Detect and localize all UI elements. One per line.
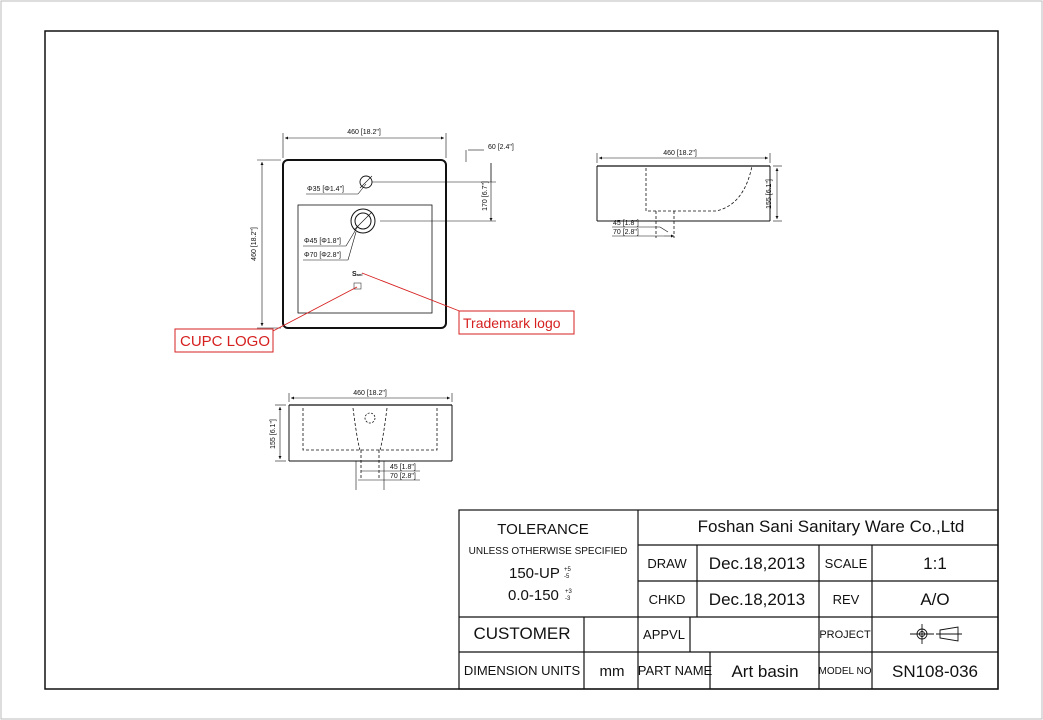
hole-offset-x-dim: 60 [2.4"] (488, 144, 514, 151)
drain-inner-dim: Φ45 [Φ1.8"] (304, 238, 341, 245)
appvl-label: APPVL (643, 627, 685, 642)
dimension-units-value: mm (600, 663, 625, 680)
sani-logo-mark: Sani (352, 271, 362, 278)
trademark-logo-callout: Trademark logo (463, 315, 561, 331)
title-block (458, 509, 999, 690)
tolerance-150-up-minus: -5 (564, 574, 570, 580)
unless-specified-label: UNLESS OTHERWISE SPECIFIED (469, 546, 628, 557)
cupc-logo-callout: CUPC LOGO (180, 333, 270, 350)
projection-symbol-icon (910, 624, 962, 644)
dimension-units-label: DIMENSION UNITS (464, 663, 581, 678)
side-drain-70-dim: 70 [2.8"] (613, 229, 639, 236)
front-height-dim: 155 [6.1"] (270, 419, 277, 449)
cupc-logo-mark (353, 282, 362, 290)
front-view: 460 [18.2"] 155 [6.1"] 45 [1.8"] 70 [2.8… (270, 390, 453, 490)
part-name-label: PART NAME (638, 663, 713, 678)
customer-label: CUSTOMER (474, 624, 571, 643)
hole-offset-y-dim: 170 [6.7"] (482, 181, 489, 211)
scale-value: 1:1 (923, 554, 947, 573)
project-label: PROJECT (819, 629, 871, 641)
tolerance-0-150-plus: +3 (565, 589, 573, 595)
chkd-date: Dec.18,2013 (709, 590, 805, 609)
front-drain-70-dim: 70 [2.8"] (390, 473, 416, 480)
trademark-logo-callout-box (458, 310, 575, 335)
rev-label: REV (833, 592, 860, 607)
top-width-dim: 460 [18.2"] (347, 129, 381, 136)
drain-outer (350, 208, 376, 234)
tolerance-label: TOLERANCE (497, 521, 588, 538)
scale-label: SCALE (825, 556, 868, 571)
model-no-value: SN108-036 (892, 662, 978, 681)
rev-value: A/O (920, 590, 949, 609)
faucet-hole-dim: Φ35 [Φ1.4"] (307, 186, 344, 193)
side-width-dim: 460 [18.2"] (663, 150, 697, 157)
top-height-dim: 460 [18.2"] (251, 227, 258, 261)
cupc-logo-callout-box (174, 328, 274, 353)
basin-bowl (297, 204, 433, 314)
draw-date: Dec.18,2013 (709, 554, 805, 573)
side-view: 460 [18.2"] 155 [6.1"] 45 [1.8"] 70 [2.8… (596, 150, 782, 238)
side-height-dim: 155 [6.1"] (766, 179, 773, 209)
front-width-dim: 460 [18.2"] (353, 390, 387, 397)
chkd-label: CHKD (649, 592, 686, 607)
draw-label: DRAW (647, 556, 687, 571)
drain-outer-dim: Φ70 [Φ2.8"] (304, 252, 341, 259)
front-drain-45-dim: 45 [1.8"] (390, 464, 416, 471)
part-name-value: Art basin (731, 662, 798, 681)
drain-inner (354, 212, 372, 230)
company-name: Foshan Sani Sanitary Ware Co.,Ltd (698, 517, 965, 536)
top-view: 460 [18.2"] 460 [18.2"] 60 [2.4"] 170 [6… (251, 129, 514, 332)
tolerance-150-up-plus: +5 (564, 567, 572, 573)
tolerance-150-up: 150-UP (509, 565, 560, 582)
tolerance-0-150-minus: -3 (565, 596, 571, 602)
side-drain-45-dim: 45 [1.8"] (613, 220, 639, 227)
model-no-label: MODEL NO (819, 666, 872, 677)
tolerance-0-150: 0.0-150 (508, 587, 559, 604)
basin-outline (282, 159, 447, 329)
